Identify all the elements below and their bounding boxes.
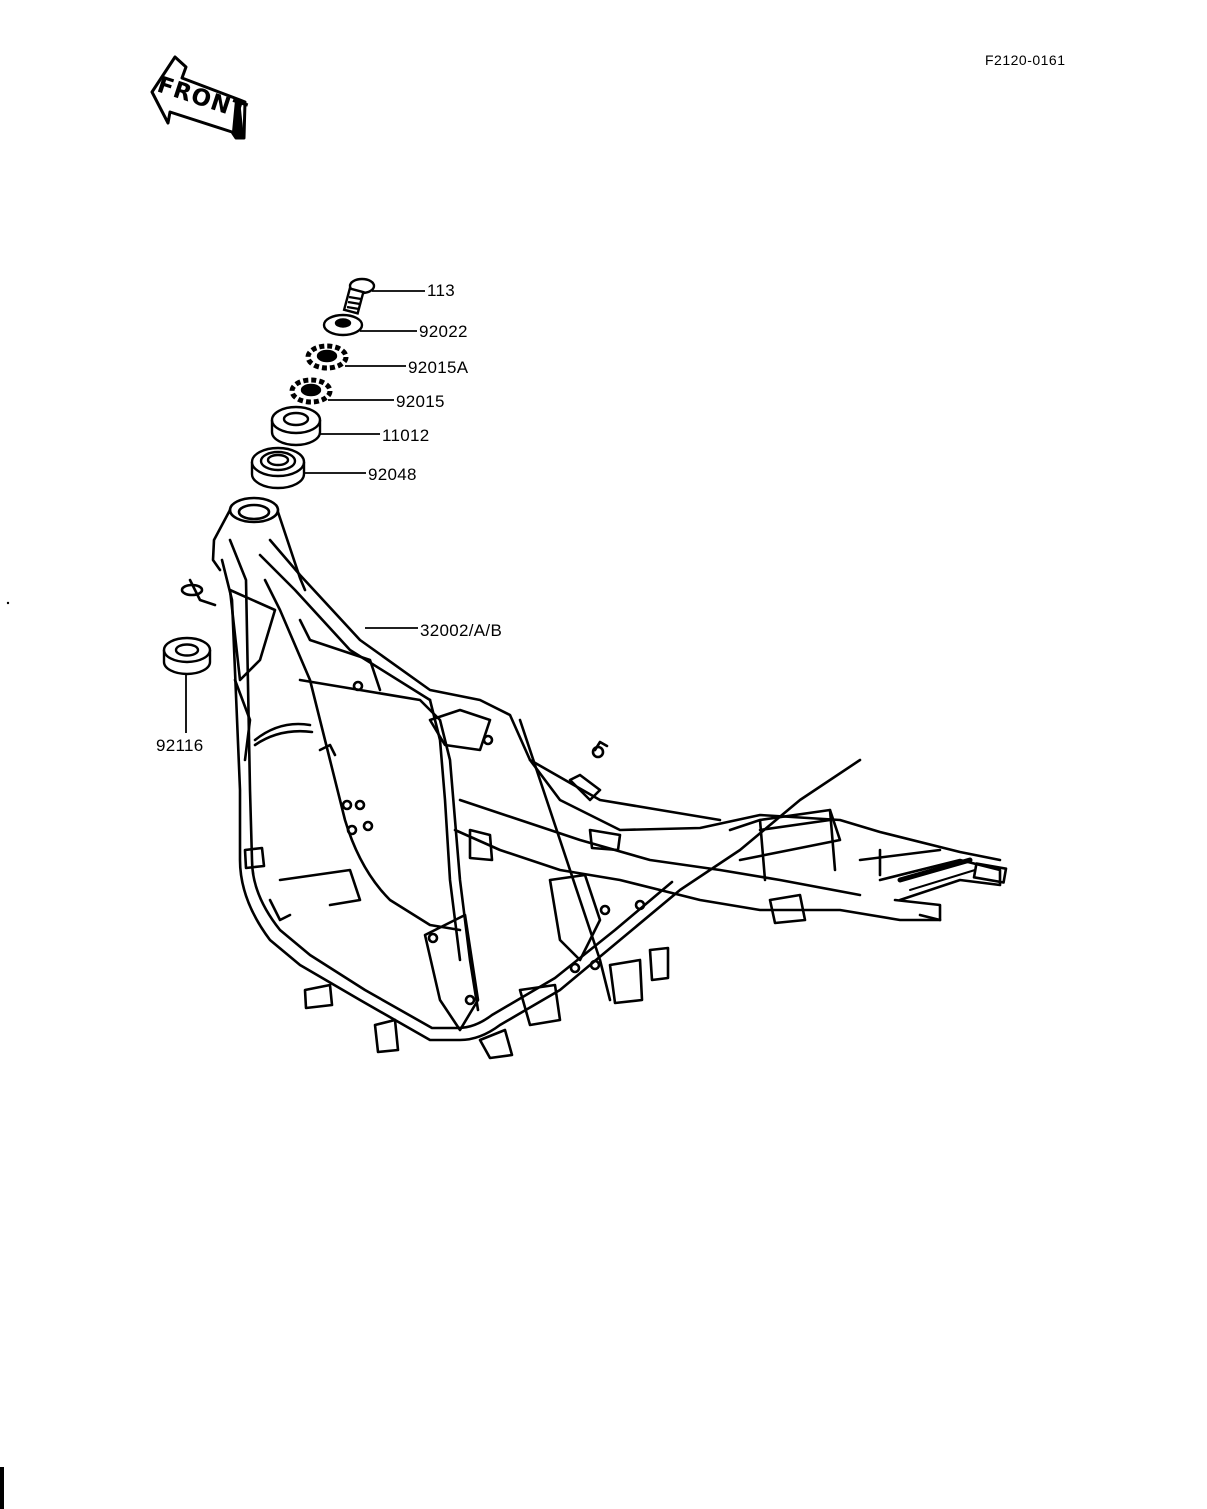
lock-washer-92015A-icon [305,343,349,371]
callout-113: 113 [427,281,456,300]
callout-92015: 92015 [396,392,445,411]
front-direction-arrow-icon [150,55,247,140]
washer-92022-icon [322,313,364,337]
stray-mark [6,601,10,605]
steering-parts [162,277,376,676]
diagram-code: F2120-0161 [985,52,1066,68]
callout-92048: 92048 [368,465,417,484]
bolt-113-icon [342,277,376,315]
callout-32002: 32002/A/B [420,621,503,640]
cap-11012-icon [270,405,322,447]
callout-92116: 92116 [156,736,204,755]
callout-92015A: 92015A [408,358,469,377]
bearing-92048-icon [250,446,306,490]
frame-32002-drawing [180,496,1008,1060]
callout-92022: 92022 [419,322,468,341]
callout-11012: 11012 [382,426,430,445]
lock-washer-92015-icon [289,377,333,405]
grommet-92116-icon [162,636,212,676]
leader-lines [185,290,425,733]
scan-edge-mark [0,1467,4,1509]
